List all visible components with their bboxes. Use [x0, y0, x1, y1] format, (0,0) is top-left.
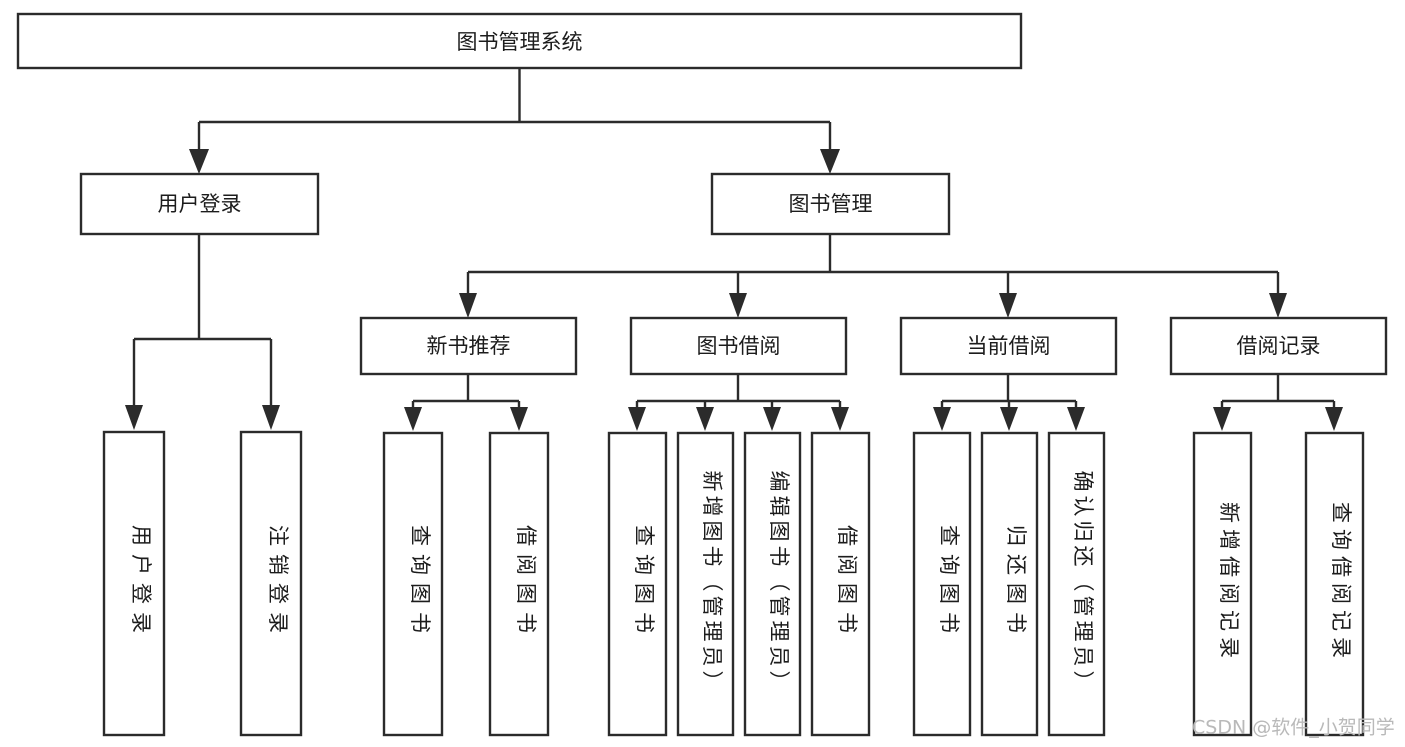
arrowhead-query-record: [1325, 407, 1343, 431]
node-leaf-query-book-2-box[interactable]: [607, 431, 668, 737]
node-leaf-borrow-book-1-label: 借阅图书: [514, 525, 538, 641]
arrowhead-bookmgmt: [820, 149, 840, 174]
node-leaf-confirm-return-label: 确认归还（管理员）: [1071, 471, 1095, 696]
node-current-borrow[interactable]: 当前借阅: [899, 316, 1118, 376]
node-leaf-add-book[interactable]: 新增图书（管理员）: [676, 431, 735, 737]
arrowhead-records: [1269, 293, 1287, 318]
node-leaf-user-logout-label: 注销登录: [266, 525, 290, 641]
arrowhead-query-book-3: [933, 407, 951, 431]
connector-group-root: [189, 68, 840, 174]
node-root[interactable]: 图书管理系统: [16, 12, 1023, 70]
arrowhead-add-book: [696, 407, 714, 431]
node-leaf-query-book-2-label: 查询图书: [632, 525, 656, 641]
node-leaf-query-book-3-box[interactable]: [912, 431, 972, 737]
connector-group-borrow: [628, 374, 849, 431]
arrowhead-borrow-book-1: [510, 407, 528, 431]
arrowhead-edit-book: [763, 407, 781, 431]
node-leaf-add-record[interactable]: 新增借阅记录: [1192, 431, 1253, 737]
arrowhead-user-login: [125, 405, 143, 430]
node-leaf-query-book-2[interactable]: 查询图书: [607, 431, 668, 737]
node-leaf-user-login[interactable]: 用户登录: [102, 430, 166, 737]
node-leaf-user-logout[interactable]: 注销登录: [239, 430, 303, 737]
node-leaf-query-book-3[interactable]: 查询图书: [912, 431, 972, 737]
node-new-book-recommend-label: 新书推荐: [427, 334, 511, 358]
node-login-box[interactable]: [79, 172, 320, 236]
node-borrow-records[interactable]: 借阅记录: [1169, 316, 1388, 376]
connector-group-bookmgmt: [459, 234, 1287, 318]
node-leaf-borrow-book-2[interactable]: 借阅图书: [810, 431, 871, 737]
node-leaf-confirm-return-box[interactable]: [1047, 431, 1106, 737]
node-leaf-borrow-book-1[interactable]: 借阅图书: [488, 431, 550, 737]
arrowhead-return-book: [1000, 407, 1018, 431]
connector-group-login: [125, 234, 280, 430]
node-root-box[interactable]: [16, 12, 1023, 70]
node-book-borrow-label: 图书借阅: [697, 334, 781, 358]
node-book-management[interactable]: 图书管理: [710, 172, 951, 236]
connector-group-current: [933, 374, 1085, 431]
node-leaf-query-book-1-box[interactable]: [382, 431, 444, 737]
arrowhead-user-logout: [262, 405, 280, 430]
node-leaf-query-record-box[interactable]: [1304, 431, 1365, 737]
node-root-label: 图书管理系统: [457, 30, 583, 54]
node-leaf-borrow-book-2-box[interactable]: [810, 431, 871, 737]
arrowhead-borrow-book-2: [831, 407, 849, 431]
node-leaf-edit-book[interactable]: 编辑图书（管理员）: [743, 431, 802, 737]
node-leaf-query-book-1[interactable]: 查询图书: [382, 431, 444, 737]
node-leaf-confirm-return[interactable]: 确认归还（管理员）: [1047, 431, 1106, 737]
node-new-book-recommend-box[interactable]: [359, 316, 578, 376]
node-leaf-user-login-label: 用户登录: [129, 525, 153, 641]
arrowhead-newbook: [459, 293, 477, 318]
node-login[interactable]: 用户登录: [79, 172, 320, 236]
arrowhead-confirm-return: [1067, 407, 1085, 431]
node-leaf-borrow-book-1-box[interactable]: [488, 431, 550, 737]
node-borrow-records-label: 借阅记录: [1237, 334, 1321, 358]
node-leaf-query-book-3-label: 查询图书: [937, 525, 961, 641]
node-leaf-user-login-box[interactable]: [102, 430, 166, 737]
node-current-borrow-box[interactable]: [899, 316, 1118, 376]
node-leaf-add-record-box[interactable]: [1192, 431, 1253, 737]
node-leaf-borrow-book-2-label: 借阅图书: [835, 525, 859, 641]
node-leaf-return-book-box[interactable]: [980, 431, 1039, 737]
node-book-borrow[interactable]: 图书借阅: [629, 316, 848, 376]
node-book-management-box[interactable]: [710, 172, 951, 236]
node-borrow-records-box[interactable]: [1169, 316, 1388, 376]
arrowhead-login: [189, 149, 209, 174]
node-leaf-return-book-label: 归还图书: [1004, 525, 1028, 641]
arrowhead-borrow: [729, 293, 747, 318]
node-leaf-user-logout-box[interactable]: [239, 430, 303, 737]
node-leaf-edit-book-box[interactable]: [743, 431, 802, 737]
node-leaf-add-record-label: 新增借阅记录: [1217, 502, 1241, 664]
arrowhead-query-book-2: [628, 407, 646, 431]
arrowhead-query-book-1: [404, 407, 422, 431]
node-leaf-return-book[interactable]: 归还图书: [980, 431, 1039, 737]
arrowhead-add-record: [1213, 407, 1231, 431]
arrowhead-current: [999, 293, 1017, 318]
node-leaf-edit-book-label: 编辑图书（管理员）: [767, 471, 791, 696]
node-login-label: 用户登录: [158, 192, 242, 216]
connector-group-newbook: [404, 374, 528, 431]
node-leaf-add-book-box[interactable]: [676, 431, 735, 737]
csdn-watermark: CSDN @软件_小贺同学: [1192, 717, 1395, 739]
connector-group-records: [1213, 374, 1343, 431]
node-leaf-add-book-label: 新增图书（管理员）: [700, 471, 724, 696]
node-leaf-query-record-label: 查询借阅记录: [1329, 502, 1353, 664]
node-leaf-query-book-1-label: 查询图书: [408, 525, 432, 641]
node-leaf-query-record[interactable]: 查询借阅记录: [1304, 431, 1365, 737]
node-book-borrow-box[interactable]: [629, 316, 848, 376]
node-new-book-recommend[interactable]: 新书推荐: [359, 316, 578, 376]
node-book-management-label: 图书管理: [789, 192, 873, 216]
node-current-borrow-label: 当前借阅: [967, 334, 1051, 358]
